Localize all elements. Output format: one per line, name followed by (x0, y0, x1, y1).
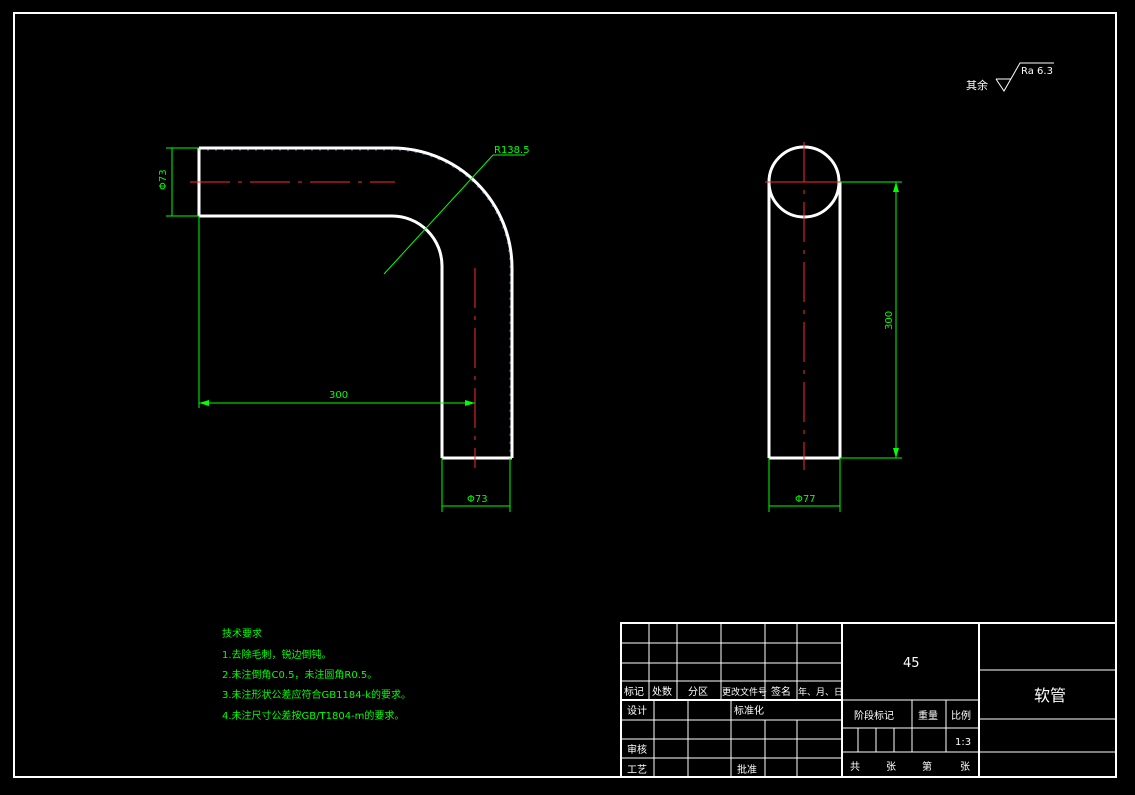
dim-bottom-diameter-text: Φ73 (467, 494, 488, 505)
label-standardize: 标准化 (734, 704, 764, 717)
col-header-doc: 更改文件号 (722, 686, 767, 698)
label-stage-mark: 阶段标记 (854, 709, 894, 722)
col-header-date: 年、月、日 (798, 686, 843, 698)
label-weight: 重量 (918, 709, 938, 722)
dim-vertical-length: 300 (840, 181, 902, 459)
dim-radius: R138.5 (383, 145, 530, 275)
surface-roughness-symbol: 其余 Ra 6.3 (966, 62, 1054, 92)
tech-req-item-3: 3.未注形状公差应符合GB1184-k的要求。 (222, 688, 411, 701)
roughness-check-mark (995, 62, 1054, 92)
dim-radius-text: R138.5 (494, 145, 530, 156)
roughness-value: Ra 6.3 (1021, 66, 1053, 77)
label-sheet-unit-1: 张 (886, 761, 896, 773)
dim-left-diameter-text: Φ73 (158, 169, 169, 190)
label-scale: 比例 (951, 709, 971, 722)
label-sheet-unit-2: 张 (960, 761, 970, 773)
col-header-zone: 分区 (688, 686, 708, 698)
label-process: 工艺 (627, 764, 647, 776)
pipe-wall-hatch (199, 149, 511, 456)
label-design: 设计 (627, 704, 647, 717)
title-block-text: 标记 处数 分区 更改文件号 签名 年、月、日 设计 标准化 审核 工艺 批准 … (624, 656, 1066, 776)
roughness-other-label: 其余 (966, 78, 988, 92)
tech-req-title: 技术要求 (222, 627, 262, 640)
dim-side-diameter: Φ77 (768, 458, 841, 512)
tech-req-item-1: 1.去除毛刺，锐边倒钝。 (222, 648, 332, 661)
material-value: 45 (903, 656, 920, 671)
dim-bottom-diameter: Φ73 (441, 458, 511, 512)
tech-req-item-4: 4.未注尺寸公差按GB/T1804-m的要求。 (222, 709, 404, 722)
title-block (620, 622, 1117, 778)
part-name: 软管 (1034, 686, 1066, 705)
label-approve: 批准 (737, 763, 757, 776)
tech-requirements: 技术要求 1.去除毛刺，锐边倒钝。 2.未注倒角C0.5，未注圆角R0.5。 3… (222, 627, 411, 722)
dim-left-diameter: Φ73 (158, 147, 199, 217)
side-view: 300 Φ77 (765, 142, 902, 512)
label-review: 审核 (627, 743, 647, 756)
front-view: Φ73 R138.5 300 Φ73 (158, 145, 530, 512)
dim-horizontal-length: 300 (198, 216, 475, 408)
tech-req-item-2: 2.未注倒角C0.5，未注圆角R0.5。 (222, 668, 377, 681)
col-header-count: 处数 (652, 685, 672, 698)
drawing-border (13, 12, 1117, 778)
label-sheet-num: 第 (922, 760, 932, 773)
label-sheet-total: 共 (850, 761, 860, 773)
pipe-inner-contour (199, 214, 444, 458)
col-header-mark: 标记 (624, 686, 644, 698)
pipe-outer-contour (199, 146, 514, 458)
dim-side-diameter-text: Φ77 (795, 494, 816, 505)
dim-horizontal-length-text: 300 (329, 390, 348, 401)
scale-value: 1:3 (955, 737, 971, 748)
col-header-sign: 签名 (771, 685, 791, 698)
dim-vertical-length-text: 300 (884, 311, 895, 330)
